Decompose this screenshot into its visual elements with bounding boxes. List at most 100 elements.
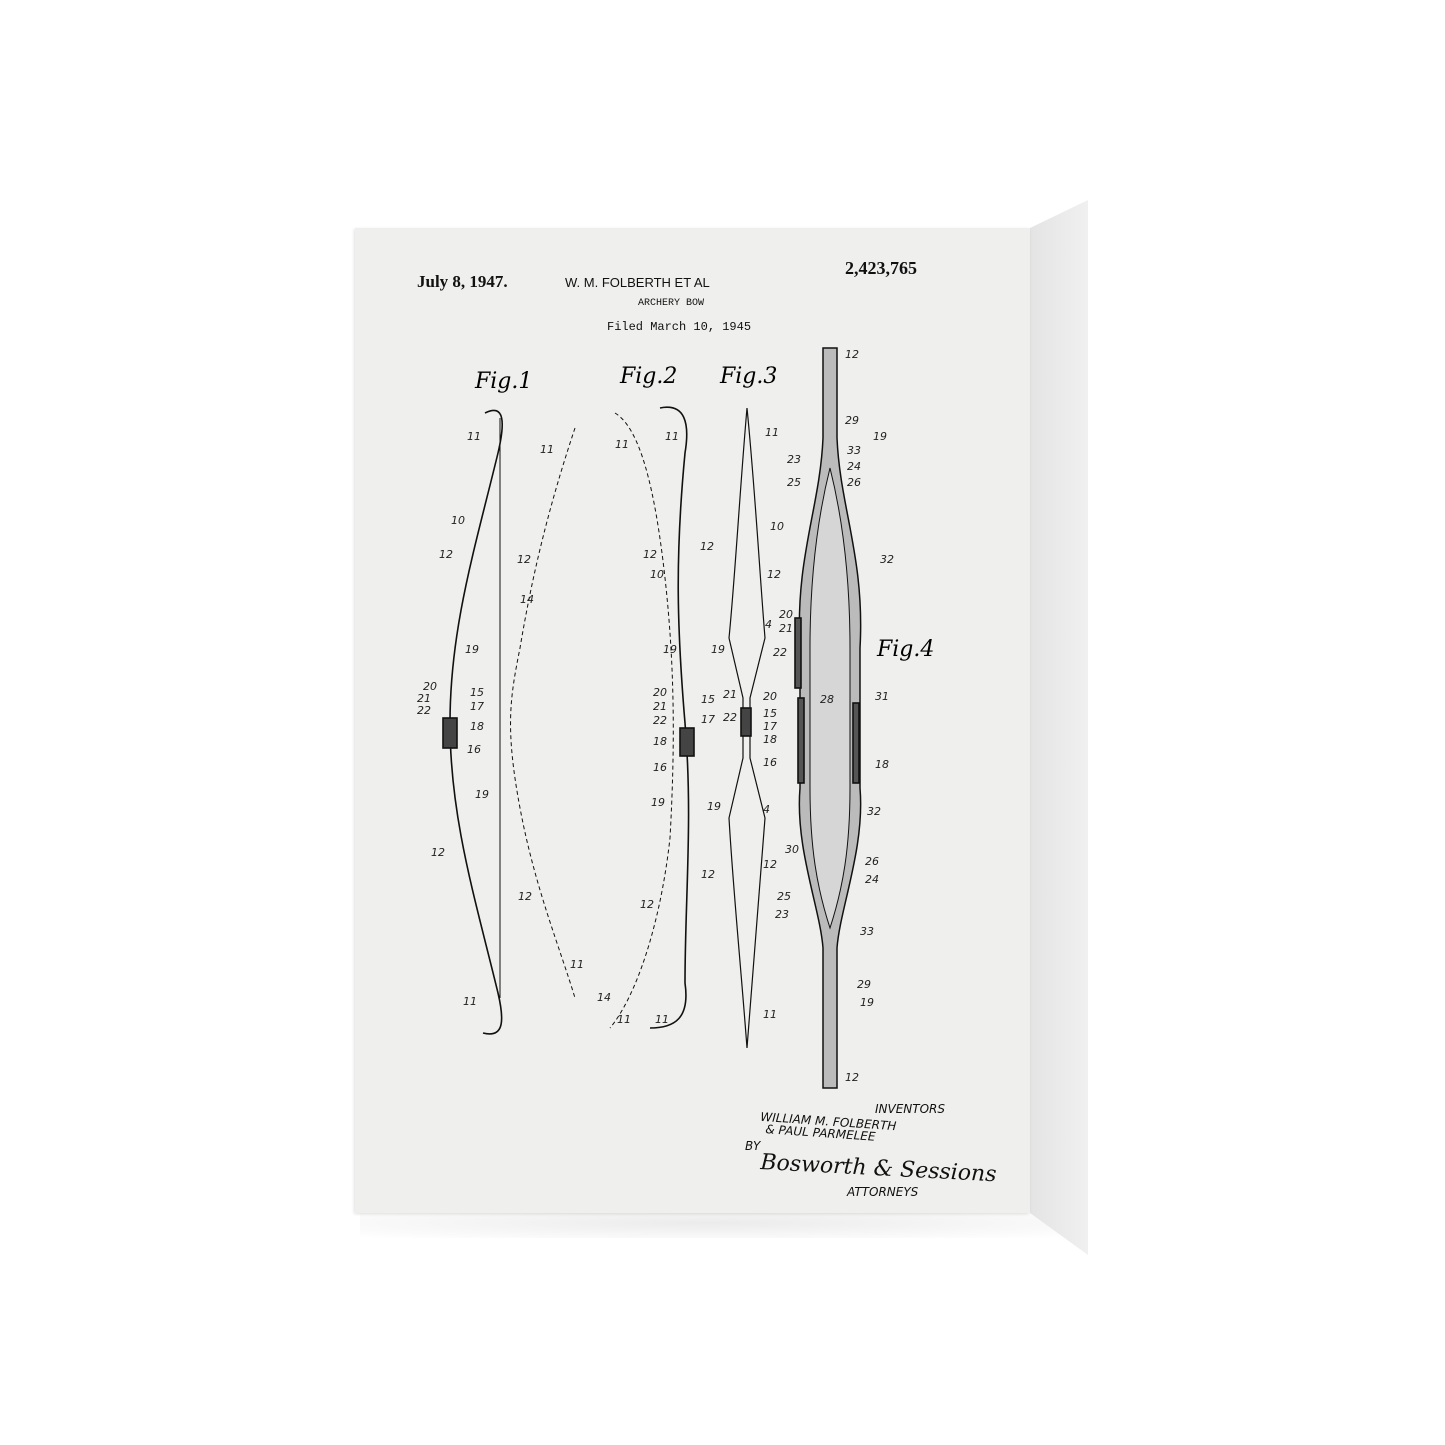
reference-numeral: 12 xyxy=(640,898,654,911)
reference-numeral: 23 xyxy=(787,453,801,466)
reference-numeral: 33 xyxy=(860,925,874,938)
reference-numeral: 20 xyxy=(423,680,437,693)
reference-numeral: 21 xyxy=(653,700,667,713)
reference-numeral: 30 xyxy=(785,843,799,856)
reference-numeral: 15 xyxy=(763,707,777,720)
reference-numeral: 11 xyxy=(655,1013,669,1026)
reference-numeral: 18 xyxy=(875,758,889,771)
reference-numeral: 24 xyxy=(847,460,861,473)
reference-numeral: 11 xyxy=(617,1013,631,1026)
reference-numeral: 22 xyxy=(417,704,431,717)
reference-numeral: 16 xyxy=(467,743,481,756)
reference-numeral: 26 xyxy=(865,855,879,868)
reference-numeral: 24 xyxy=(865,873,879,886)
reference-numeral: 17 xyxy=(763,720,777,733)
reference-numeral: 12 xyxy=(763,858,777,871)
reference-numeral: 12 xyxy=(643,548,657,561)
reference-numeral: 4 xyxy=(765,618,772,631)
reference-numeral: 11 xyxy=(463,995,477,1008)
fig4-section xyxy=(794,347,862,1089)
reference-numeral: 19 xyxy=(873,430,887,443)
canvas-print: July 8, 1947. W. M. FOLBERTH ET AL 2,423… xyxy=(355,228,1030,1213)
reference-numeral: 10 xyxy=(451,514,465,527)
reference-numeral: 11 xyxy=(763,1008,777,1021)
canvas-side-edge xyxy=(1030,200,1088,1255)
reference-numeral: 19 xyxy=(475,788,489,801)
reference-numeral: 25 xyxy=(777,890,791,903)
by-label: BY xyxy=(745,1139,762,1153)
fig1-bow xyxy=(442,409,576,1035)
reference-numeral: 12 xyxy=(845,348,859,361)
reference-numeral: 16 xyxy=(653,761,667,774)
signature-block: INVENTORS WILLIAM M. FOLBERTH & PAUL PAR… xyxy=(745,1102,997,1199)
reference-numeral: 12 xyxy=(767,568,781,581)
reference-numeral: 33 xyxy=(847,444,861,457)
fig4-label: Fig.4 xyxy=(876,637,934,662)
reference-numeral: 11 xyxy=(615,438,629,451)
reference-numeral: 11 xyxy=(570,958,584,971)
inventor-header: W. M. FOLBERTH ET AL xyxy=(565,275,710,290)
reference-numeral: 21 xyxy=(417,692,431,705)
filed-date: Filed March 10, 1945 xyxy=(607,320,752,334)
fig2-numerals: 11 11 12 12 10 19 20 21 22 15 17 18 16 1… xyxy=(615,430,715,1026)
reference-numeral: 22 xyxy=(723,711,737,724)
reference-numeral: 14 xyxy=(597,991,611,1004)
attorneys-label: ATTORNEYS xyxy=(846,1185,919,1199)
fig2-label: Fig.2 xyxy=(619,364,677,389)
reference-numeral: 21 xyxy=(779,622,793,635)
reference-numeral: 20 xyxy=(779,608,793,621)
reference-numeral: 32 xyxy=(880,553,894,566)
reference-numeral: 11 xyxy=(467,430,481,443)
reference-numeral: 15 xyxy=(470,686,484,699)
reference-numeral: 18 xyxy=(470,720,484,733)
patent-title: ARCHERY BOW xyxy=(638,298,705,309)
reference-numeral: 10 xyxy=(770,520,784,533)
reference-numeral: 12 xyxy=(517,553,531,566)
reference-numeral: 11 xyxy=(540,443,554,456)
fig3-label: Fig.3 xyxy=(719,364,777,389)
reference-numeral: 12 xyxy=(518,890,532,903)
reference-numeral: 19 xyxy=(860,996,874,1009)
reference-numeral: 20 xyxy=(763,690,777,703)
fig4-numerals: 12 29 19 23 33 24 25 26 32 20 21 22 28 3… xyxy=(773,348,894,1084)
reference-numeral: 19 xyxy=(651,796,665,809)
patent-drawing: Fig.1 Fig.2 Fig.3 Fig.4 11 10 12 12 14 1… xyxy=(417,347,997,1199)
reference-numeral: 19 xyxy=(663,643,677,656)
fig1-label: Fig.1 xyxy=(474,369,532,394)
fig1-numerals: 11 10 12 12 14 19 20 21 22 15 17 18 16 1… xyxy=(417,430,611,1008)
reference-numeral: 19 xyxy=(711,643,725,656)
reference-numeral: 18 xyxy=(653,735,667,748)
attorney-signature: Bosworth & Sessions xyxy=(759,1150,997,1187)
reference-numeral: 31 xyxy=(875,690,889,703)
reference-numeral: 29 xyxy=(845,414,859,427)
fig3-numerals: 11 10 12 4 19 21 20 22 15 17 18 16 19 4 … xyxy=(707,426,784,1021)
reference-numeral: 4 xyxy=(763,803,770,816)
fig2-bow xyxy=(609,406,695,1029)
reference-numeral: 18 xyxy=(763,733,777,746)
reference-numeral: 12 xyxy=(845,1071,859,1084)
reference-numeral: 29 xyxy=(857,978,871,991)
reference-numeral: 28 xyxy=(820,693,834,706)
reference-numeral: 19 xyxy=(465,643,479,656)
reference-numeral: 12 xyxy=(700,540,714,553)
reference-numeral: 23 xyxy=(775,908,789,921)
reference-numeral: 26 xyxy=(847,476,861,489)
reference-numeral: 12 xyxy=(701,868,715,881)
reference-numeral: 19 xyxy=(707,800,721,813)
reference-numeral: 11 xyxy=(765,426,779,439)
reference-numeral: 22 xyxy=(773,646,787,659)
reference-numeral: 12 xyxy=(431,846,445,859)
shadow xyxy=(360,1208,1060,1238)
reference-numeral: 17 xyxy=(701,713,715,726)
reference-numeral: 22 xyxy=(653,714,667,727)
reference-numeral: 32 xyxy=(867,805,881,818)
reference-numeral: 10 xyxy=(650,568,664,581)
reference-numeral: 25 xyxy=(787,476,801,489)
reference-numeral: 15 xyxy=(701,693,715,706)
patent-number: 2,423,765 xyxy=(845,258,917,278)
reference-numeral: 21 xyxy=(723,688,737,701)
reference-numeral: 14 xyxy=(520,593,534,606)
reference-numeral: 20 xyxy=(653,686,667,699)
fig3-bow xyxy=(728,407,766,1049)
patent-date: July 8, 1947. xyxy=(417,272,508,291)
